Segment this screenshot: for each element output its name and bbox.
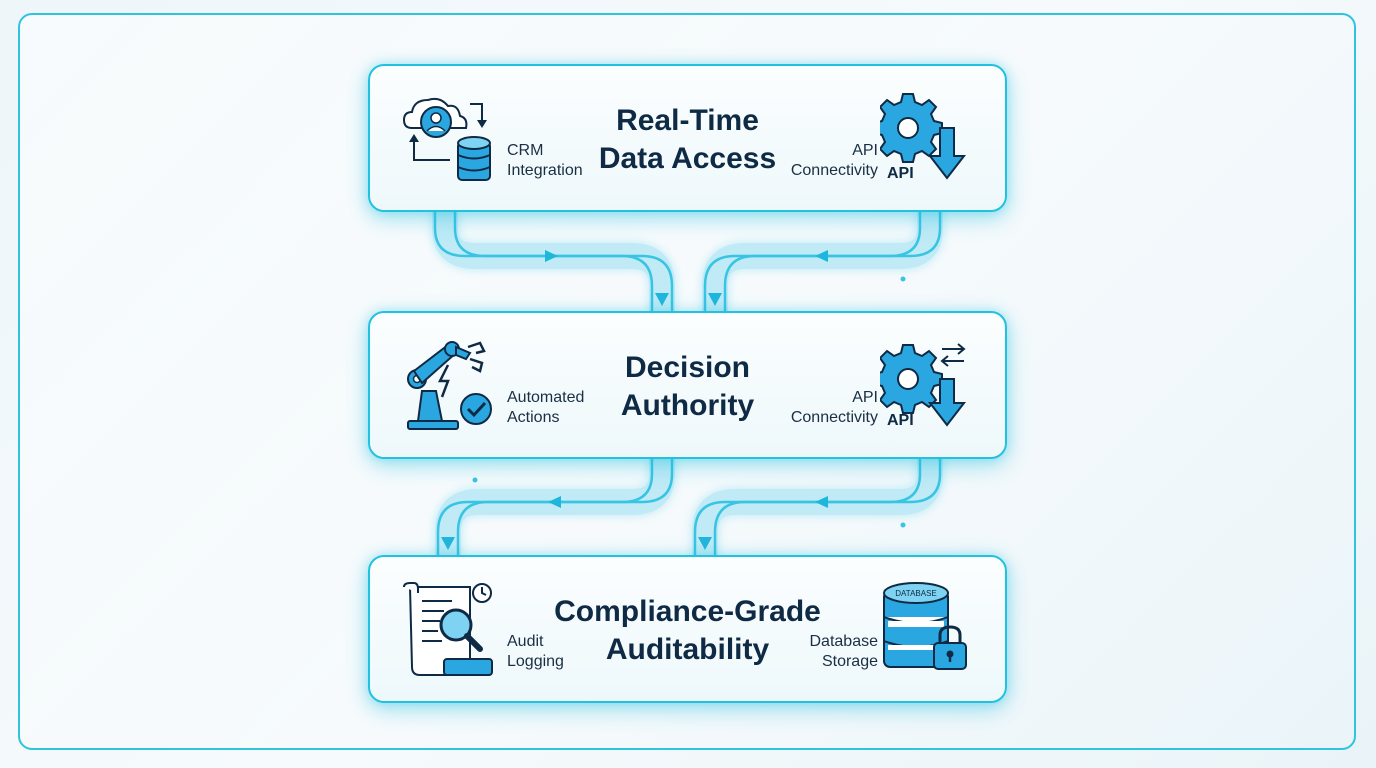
crm-integration-label: CRM Integration — [507, 142, 583, 179]
cloud-crm-database-icon — [402, 97, 491, 181]
audit-document-magnifier-icon — [403, 582, 493, 676]
robotic-arm-check-icon — [407, 341, 492, 430]
svg-text:DATABASE: DATABASE — [895, 589, 937, 598]
svg-text:API: API — [887, 165, 914, 182]
api-gear-download-icon: API — [880, 93, 967, 182]
database-storage-label: Database Storage — [809, 633, 879, 670]
stage-title: Compliance-Grade Auditability — [554, 595, 821, 666]
stage-card-compliance-grade-auditability: Audit Logging Compliance-Grade Auditabil… — [368, 555, 1007, 703]
svg-text:API: API — [887, 412, 914, 429]
audit-logging-label: Audit Logging — [507, 633, 564, 670]
api-gear-sync-icon: API — [880, 343, 967, 429]
api-connectivity-label: API Connectivity — [790, 142, 878, 179]
automated-actions-label: Automated Actions — [507, 389, 585, 426]
stage-title: Real-Time Data Access — [598, 104, 777, 175]
database-lock-icon: DATABASE — [883, 582, 967, 670]
stage-card-real-time-data-access: CRM Integration Real-Time Data Access AP… — [368, 64, 1007, 212]
stage-card-decision-authority: Automated Actions Decision Authority API… — [368, 311, 1007, 459]
stage-title: Decision Authority — [620, 351, 755, 422]
api-connectivity-label: API Connectivity — [790, 389, 878, 426]
